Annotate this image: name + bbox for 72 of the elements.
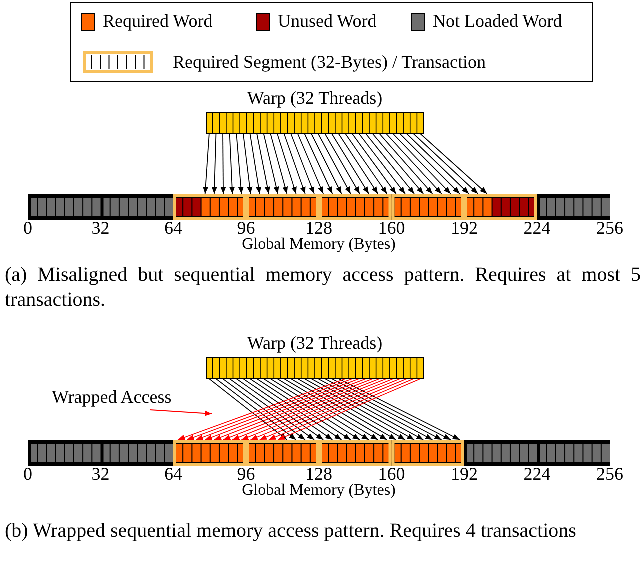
tick-label: 128 <box>304 218 334 238</box>
figure-caption: (a) Misaligned but sequential memory access pattern. Requires at most 5 transactions. <box>5 263 641 313</box>
arrow <box>236 134 244 194</box>
tick-label: 0 <box>22 218 34 238</box>
arrow <box>290 134 315 194</box>
tick-label: 32 <box>90 464 111 484</box>
legend-label: Required Segment (32-Bytes) / Transaction <box>173 52 486 72</box>
arrow <box>324 134 360 194</box>
tick-label: 96 <box>236 218 256 238</box>
tick-label: 256 <box>596 464 624 484</box>
arrow <box>420 134 488 194</box>
arrow <box>352 134 397 194</box>
arrow <box>270 134 288 194</box>
arrow <box>208 378 288 440</box>
warp-title: Warp (32 Threads) <box>246 88 384 108</box>
tick-label: 192 <box>450 464 479 484</box>
arrow <box>212 134 218 194</box>
arrow <box>318 134 352 194</box>
tick-label: 64 <box>164 464 184 484</box>
tick-label: 128 <box>304 464 334 484</box>
tick-label: 224 <box>522 218 552 238</box>
arrow <box>358 134 406 194</box>
memory-bar-drawing <box>28 194 610 220</box>
arrow <box>379 134 434 194</box>
arrow <box>243 378 334 440</box>
arrow <box>311 134 342 194</box>
arrow <box>284 134 306 194</box>
arrow <box>243 134 253 194</box>
legend-label: Required Word <box>103 11 213 31</box>
annotation-label: Wrapped Access <box>52 387 172 407</box>
tick-label: 224 <box>522 464 552 484</box>
arrow <box>270 378 370 440</box>
arrow <box>277 134 297 194</box>
tick-label: 96 <box>236 464 256 484</box>
figure-caption: (b) Wrapped sequential memory access pattern. Requires 4 transactions <box>5 519 578 544</box>
arrow <box>216 378 297 440</box>
arrow <box>392 134 452 194</box>
tick-label: 160 <box>377 218 406 238</box>
arrow <box>203 134 210 194</box>
arrow <box>256 134 270 194</box>
arrow <box>332 134 370 194</box>
tick-label: 32 <box>90 218 111 238</box>
tick-label: 256 <box>596 218 624 238</box>
tick-label: 0 <box>22 464 34 484</box>
arrow <box>338 134 379 194</box>
arrow <box>263 134 280 194</box>
arrow <box>413 134 479 194</box>
leader-line <box>150 410 212 416</box>
arrow <box>236 378 324 440</box>
arrow <box>372 134 424 194</box>
axis-title: Global Memory (Bytes) <box>241 235 397 255</box>
arrow <box>386 134 442 194</box>
arrow <box>366 134 415 194</box>
arrow <box>250 378 342 440</box>
arrow <box>304 134 334 194</box>
memory-bar-drawing <box>28 440 610 466</box>
arrow <box>345 134 388 194</box>
arrow <box>220 134 226 194</box>
arrow <box>400 134 460 194</box>
axis-title: Global Memory (Bytes) <box>241 481 397 501</box>
arrow <box>406 134 470 194</box>
arrow <box>298 134 324 194</box>
arrow <box>229 378 315 440</box>
tick-label: 192 <box>450 218 479 238</box>
legend-label: Unused Word <box>278 11 377 31</box>
tick-label: 64 <box>164 218 184 238</box>
legend-label: Not Loaded Word <box>433 11 562 31</box>
tick-label: 160 <box>377 464 406 484</box>
arrow <box>222 378 306 440</box>
arrow <box>250 134 262 194</box>
warp-title: Warp (32 Threads) <box>246 333 384 353</box>
arrow <box>229 134 236 194</box>
